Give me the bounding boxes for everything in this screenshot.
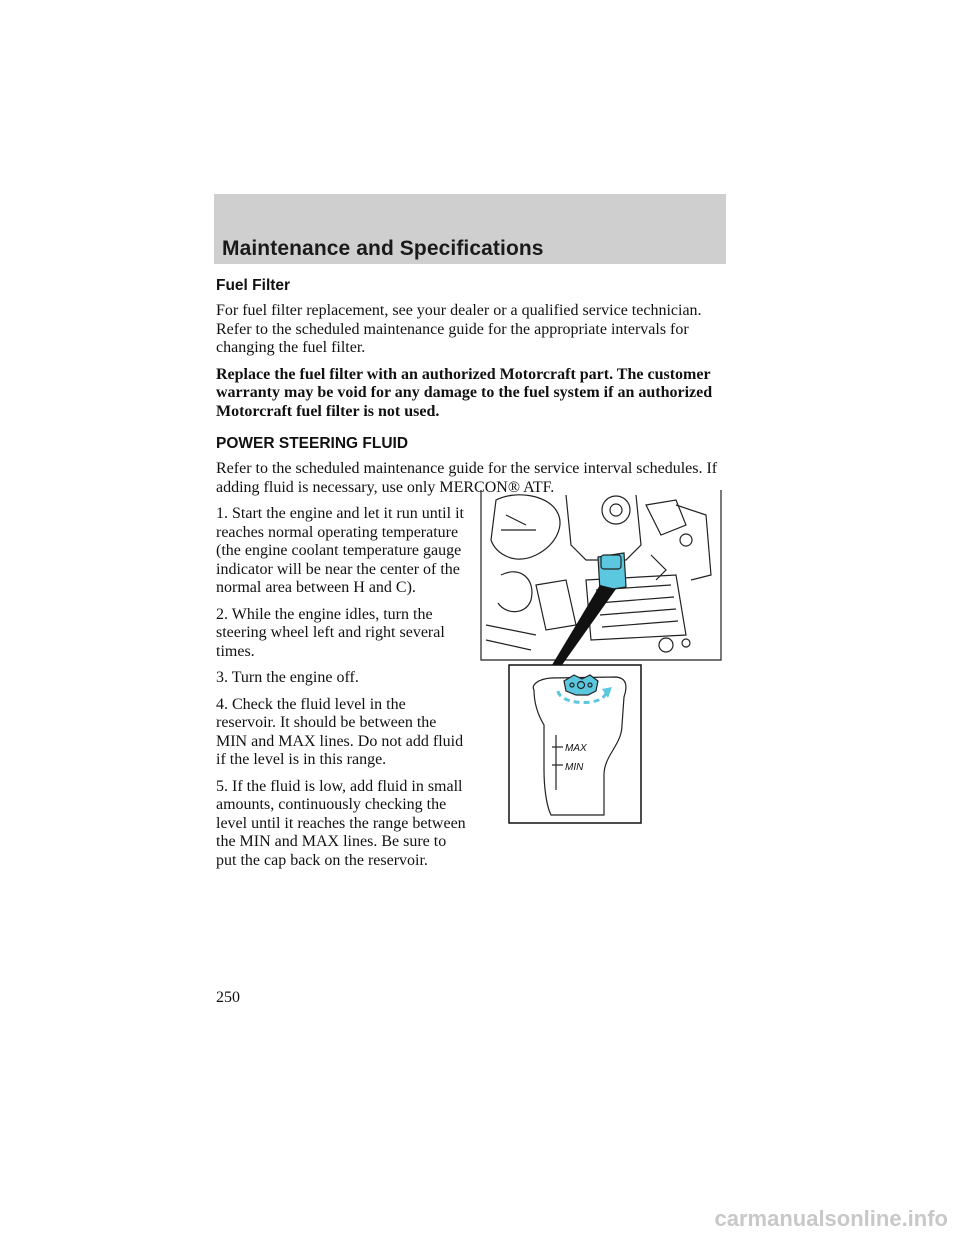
step-1: 1. Start the engine and let it run until… [216,505,464,596]
page-content: Fuel Filter For fuel filter replacement,… [216,277,736,878]
site-watermark: carmanualsonline.info [714,1206,949,1231]
rotate-cap-arrow-icon [556,690,608,705]
section-header-title: Maintenance and Specifications [222,237,544,260]
engine-bay-drawing [480,490,722,661]
max-label: MAX [565,743,587,754]
callout-wedge [552,585,616,665]
step-5: 5. If the fluid is low, add fluid in sma… [216,777,466,869]
reservoir-cap [563,674,599,696]
power-steering-reservoir-illustration: MAX MIN [480,490,722,824]
power-steering-intro: Refer to the scheduled maintenance guide… [216,460,718,496]
step-4: 4. Check the fluid level in the reservoi… [216,695,464,769]
page-number: 250 [216,989,240,1006]
power-steering-heading: POWER STEERING FLUID [216,435,409,452]
reservoir-detail [532,676,627,816]
fuel-filter-paragraph: For fuel filter replacement, see your de… [216,302,702,356]
min-label: MIN [565,762,584,773]
section-header-band: Maintenance and Specifications [214,194,726,264]
rotate-arrowhead-icon [602,687,612,698]
reservoir-highlight [597,552,627,592]
step-3: 3. Turn the engine off. [216,669,359,686]
fuel-filter-heading: Fuel Filter [216,277,291,294]
power-steering-steps: 1. Start the engine and let it run until… [216,505,466,870]
step-2: 2. While the engine idles, turn the stee… [216,605,445,660]
fuel-filter-warning: Replace the fuel filter with an authoriz… [216,365,713,420]
